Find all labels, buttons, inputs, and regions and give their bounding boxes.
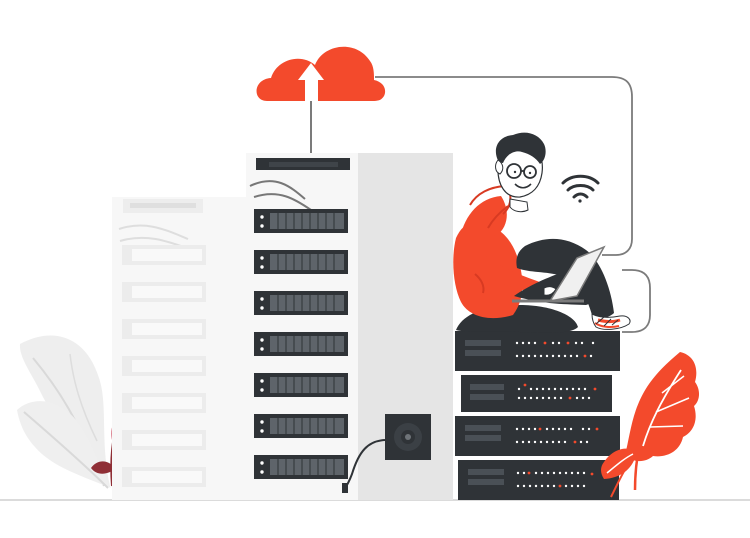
laptop-icon — [512, 245, 606, 303]
server-rack-icon — [112, 197, 247, 500]
person-illustration — [453, 132, 631, 333]
plant-icon — [601, 352, 700, 498]
wifi-icon — [561, 174, 600, 203]
server-rack-icon — [455, 331, 620, 500]
speaker-icon — [342, 414, 431, 493]
cloud-upload-icon — [256, 46, 651, 333]
